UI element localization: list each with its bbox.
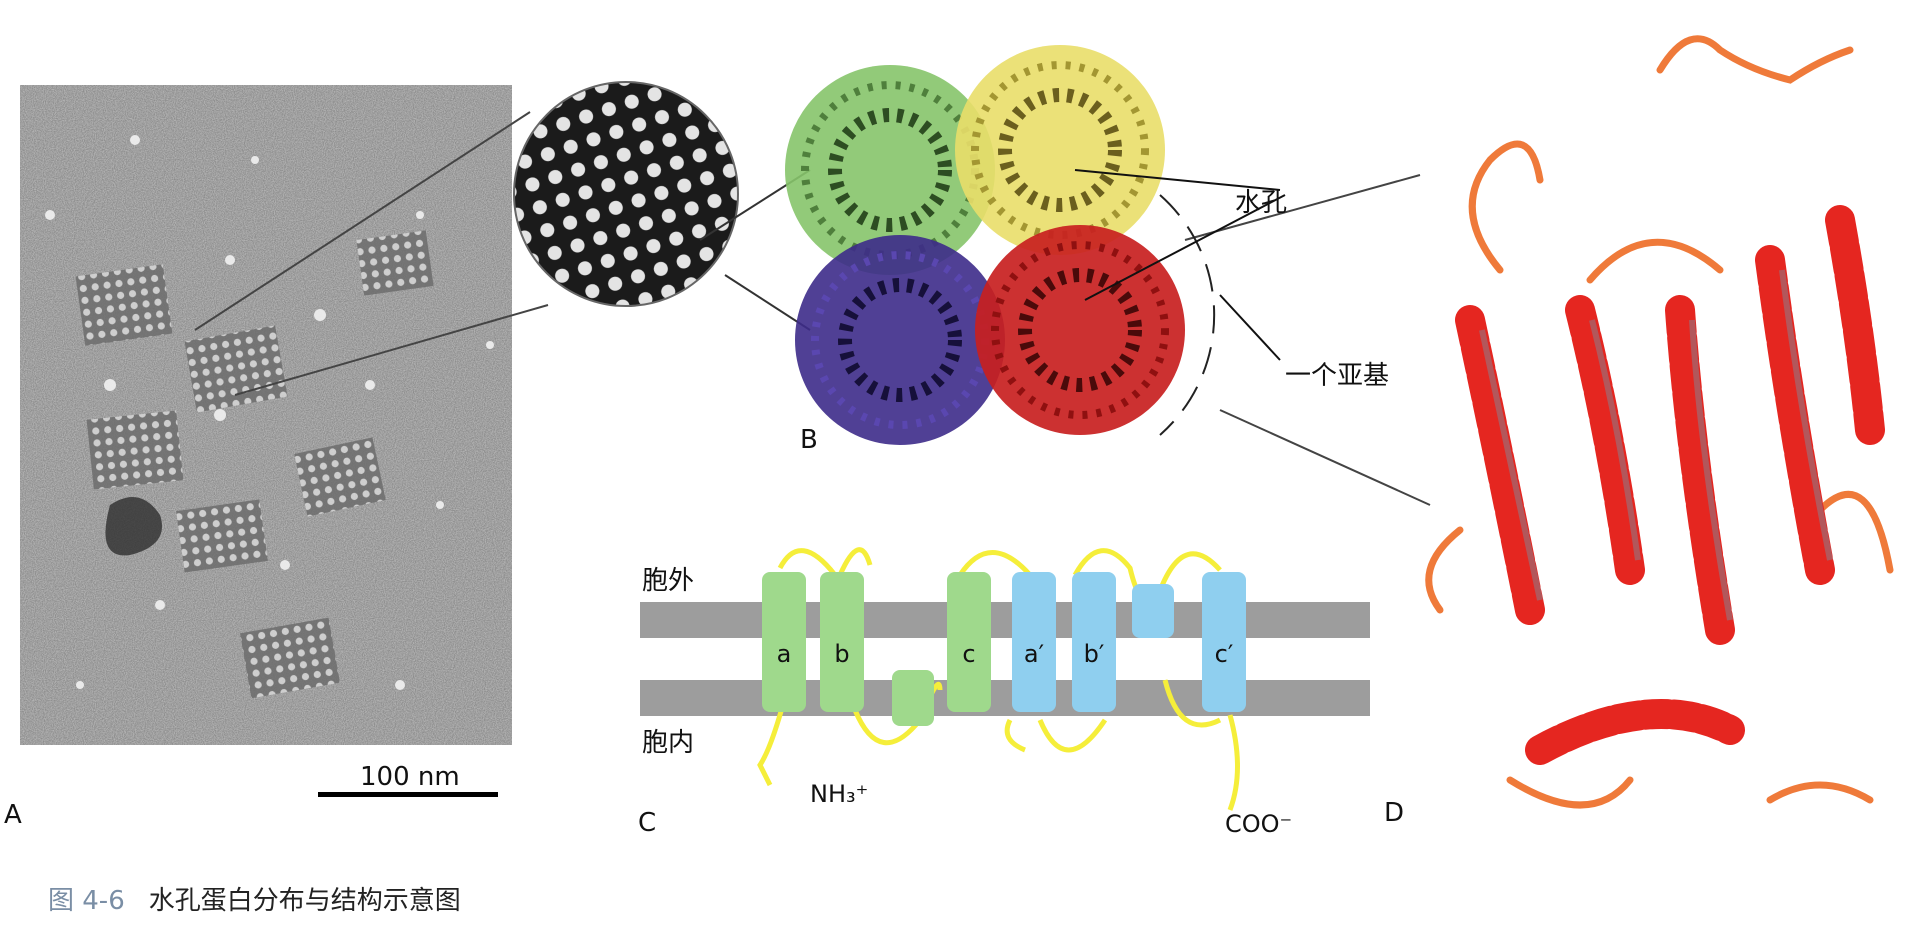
inner-membrane-layer [640,680,1370,716]
panel-label-a: A [4,800,22,830]
scale-bar [318,792,498,797]
subunit-red [975,225,1185,435]
segment-b-prime: b′ [1083,640,1105,668]
helices [1455,205,1885,765]
helix-shading [1479,269,1833,621]
panel-label-d: D [1384,798,1405,828]
segment-c-prime: c′ [1214,640,1234,668]
outer-membrane-layer [640,602,1370,638]
segment-a: a [776,640,792,668]
extracellular-label: 胞外 [642,566,695,596]
monomer-panel: D [1384,10,1926,828]
figure-number: 图 4-6 [48,886,125,916]
intracellular-label: 胞内 [642,728,695,758]
figure-caption: 图 4-6 水孔蛋白分布与结构示意图 [48,880,461,917]
loops [757,547,1240,811]
helices [762,572,1246,726]
coil-segments [1425,35,1894,809]
tetramer-diagram [785,45,1286,445]
topology-panel: 胞外 胞内 a b c a′ b′ c′ NH₃⁺ COO⁻ C [620,540,1380,850]
segment-b: b [834,640,850,668]
water-pore-label: 水孔 [1235,188,1288,218]
n-terminus-label: NH₃⁺ [810,780,869,808]
segment-a-prime: a′ [1023,640,1045,668]
particles [45,135,494,690]
c-terminus-label: COO⁻ [1225,810,1293,838]
panel-label-c: C [638,808,657,838]
panel-label-b: B [800,425,818,455]
scale-bar-label: 100 nm [360,762,460,792]
subunit-yellow [955,45,1165,255]
micrograph-panel [20,85,512,745]
caption-text: 水孔蛋白分布与结构示意图 [148,886,461,916]
tetramer-panel: 水孔 一个亚基 B [520,20,1420,470]
micrograph-image [20,85,512,745]
subunit-purple [795,235,1005,445]
subunit-label: 一个亚基 [1285,361,1390,391]
topology-diagram [640,547,1370,811]
monomer-ribbon [1425,35,1894,809]
orthogonal-arrays [75,230,434,699]
segment-c: c [962,640,976,668]
subunit-green [785,65,995,275]
